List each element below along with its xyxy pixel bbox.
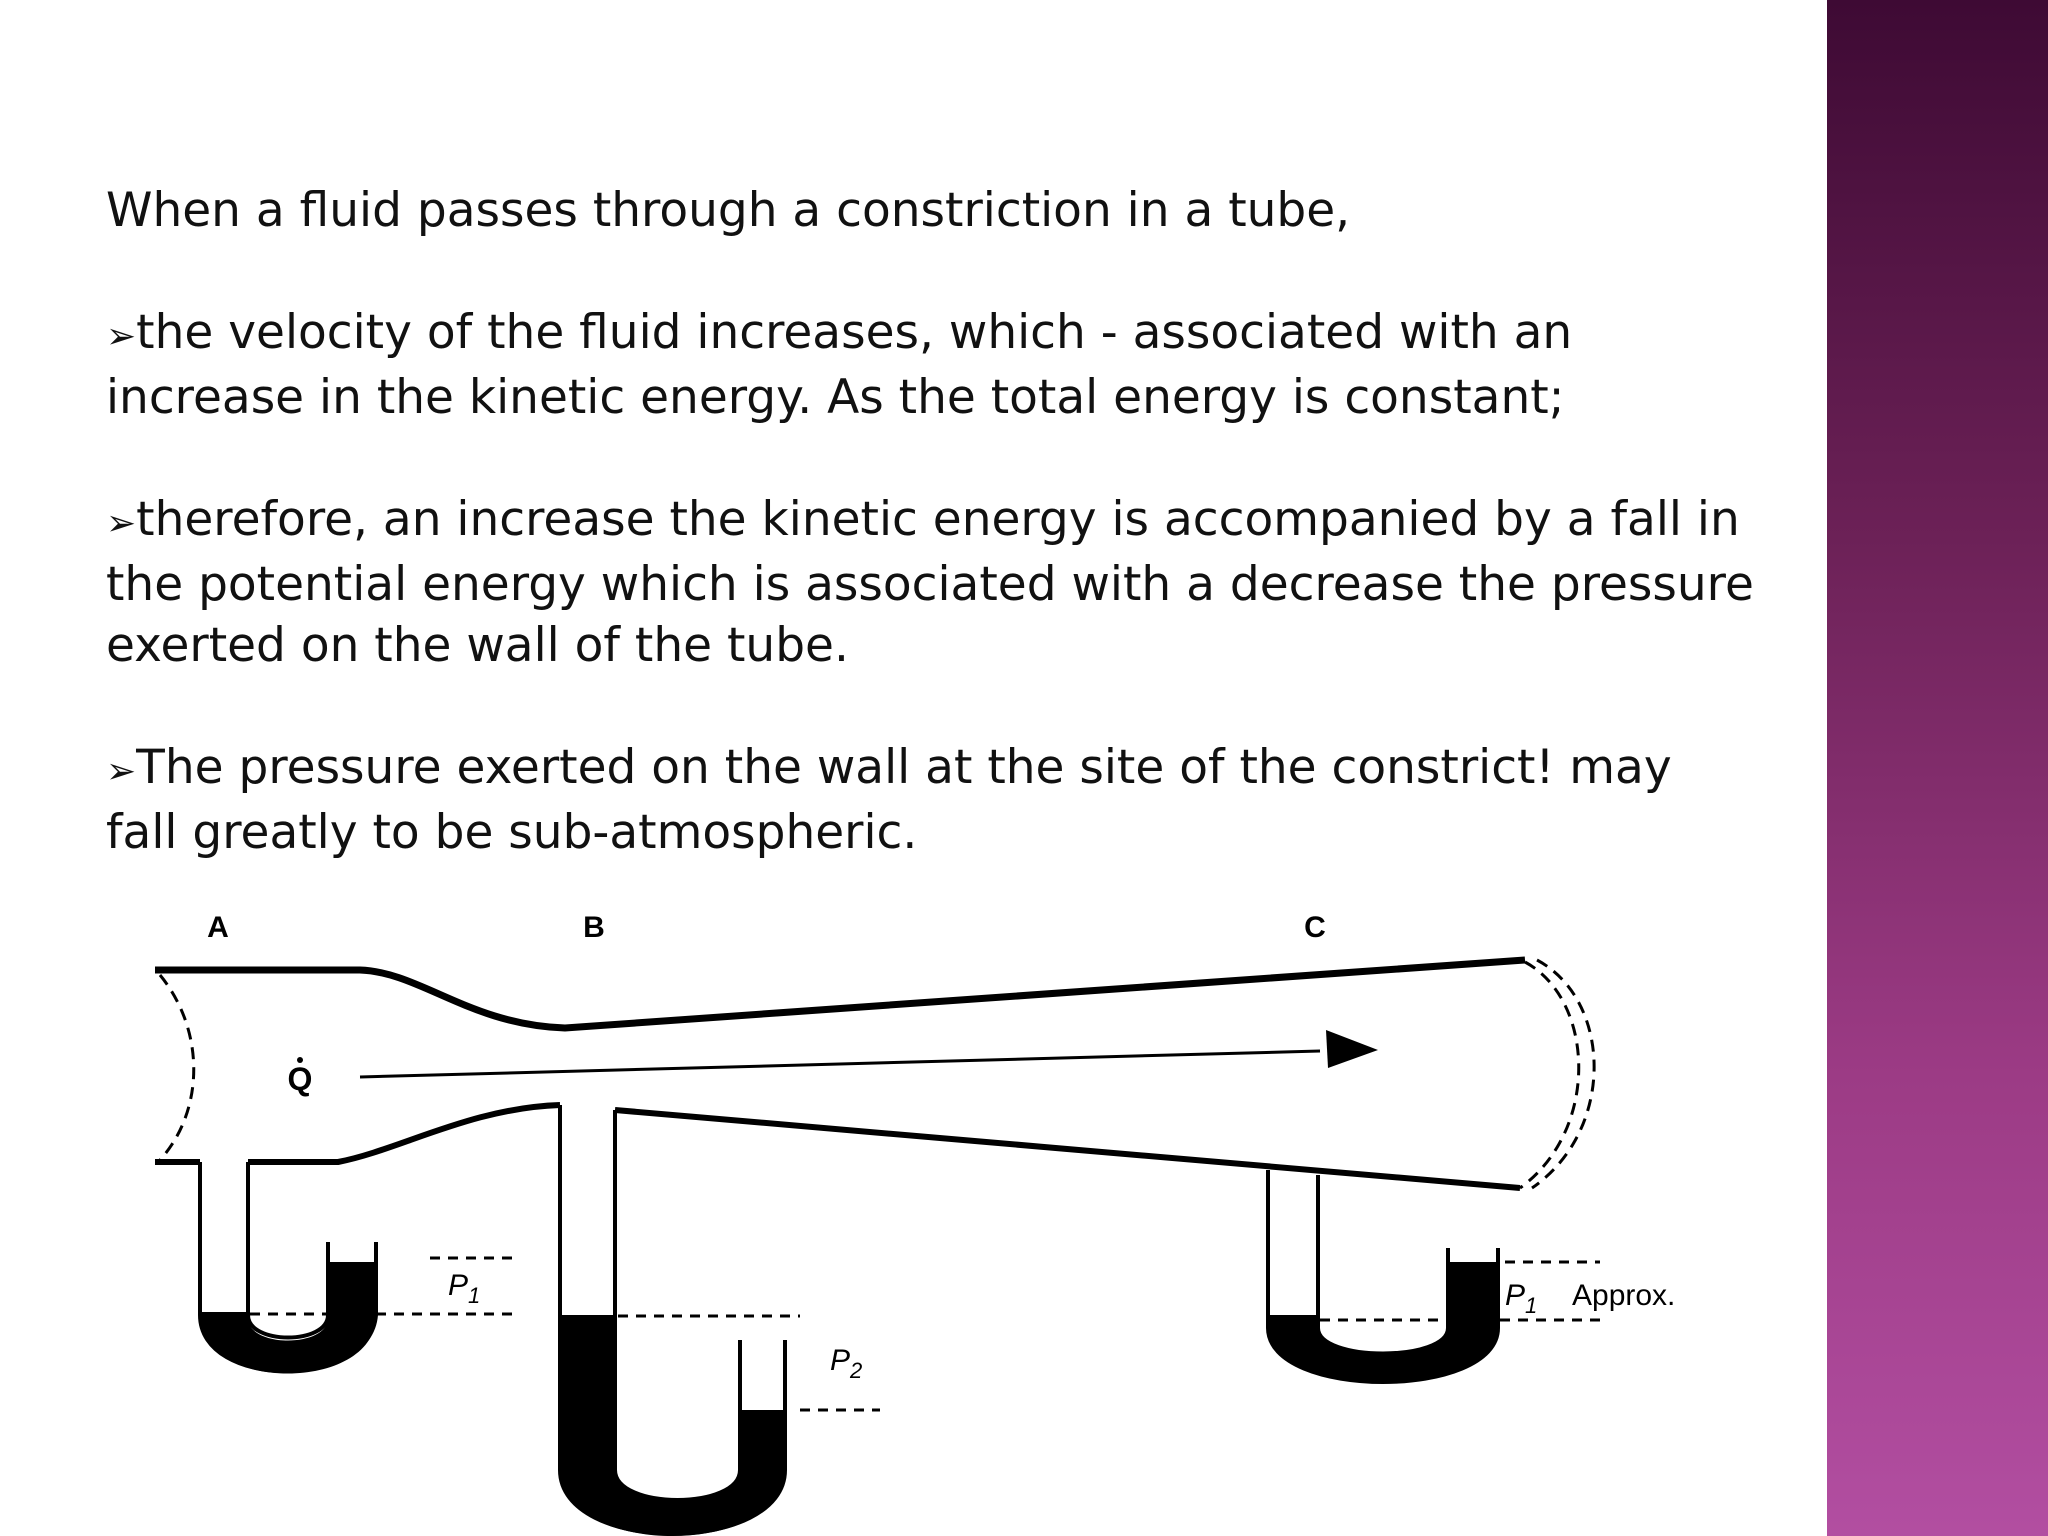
manometer-a: P1 [198,1162,512,1374]
svg-text:P1: P1 [448,1269,480,1308]
label-c: C [1304,911,1326,944]
manometer-c: P1 Approx. [1266,1170,1675,1384]
slide-text: When a fluid passes through a constricti… [106,180,1806,863]
right-open-end-inner [1531,958,1596,1190]
manometer-b: P2 [558,1105,880,1536]
flow-arrowhead [1326,1030,1378,1068]
bullet-1-text: the velocity of the fluid increases, whi… [106,305,1573,425]
p2-subscript: 2 [849,1358,862,1383]
p2-label: P [830,1344,850,1377]
decorative-sidebar [1827,0,2048,1536]
p1-label: P [448,1269,468,1302]
svg-text:P2: P2 [830,1344,862,1383]
tube-upper-wall [155,956,1526,1032]
venturi-tube-diagram: A B C Q P1 P2 P1 Approx. [155,911,1675,1536]
flow-label: Q [288,1061,313,1097]
bullet-3: ➢The pressure exerted on the wall at the… [106,737,1806,863]
flow-arrow [359,1049,1321,1079]
label-a: A [207,911,229,944]
left-open-end [158,974,196,1162]
arrow-bullet-icon: ➢ [106,751,137,792]
flow-dot [297,1057,303,1063]
right-open-end [1519,960,1581,1190]
bullet-1: ➢the velocity of the fluid increases, wh… [106,302,1806,428]
arrow-bullet-icon: ➢ [106,316,137,357]
arrow-bullet-icon: ➢ [106,503,137,544]
approx-label: Approx. [1572,1279,1675,1312]
tube-lower-wall [155,1102,1521,1191]
p1-label-c: P [1505,1279,1525,1312]
intro-text: When a fluid passes through a constricti… [106,183,1351,238]
bullet-3-text: The pressure exerted on the wall at the … [106,740,1672,860]
svg-text:P1: P1 [1505,1279,1537,1318]
bullet-2-text: therefore, an increase the kinetic energ… [106,492,1754,673]
bullet-2: ➢therefore, an increase the kinetic ener… [106,489,1806,676]
p1-subscript: 1 [468,1283,480,1308]
p1-subscript-c: 1 [1525,1293,1537,1318]
label-b: B [583,911,605,944]
